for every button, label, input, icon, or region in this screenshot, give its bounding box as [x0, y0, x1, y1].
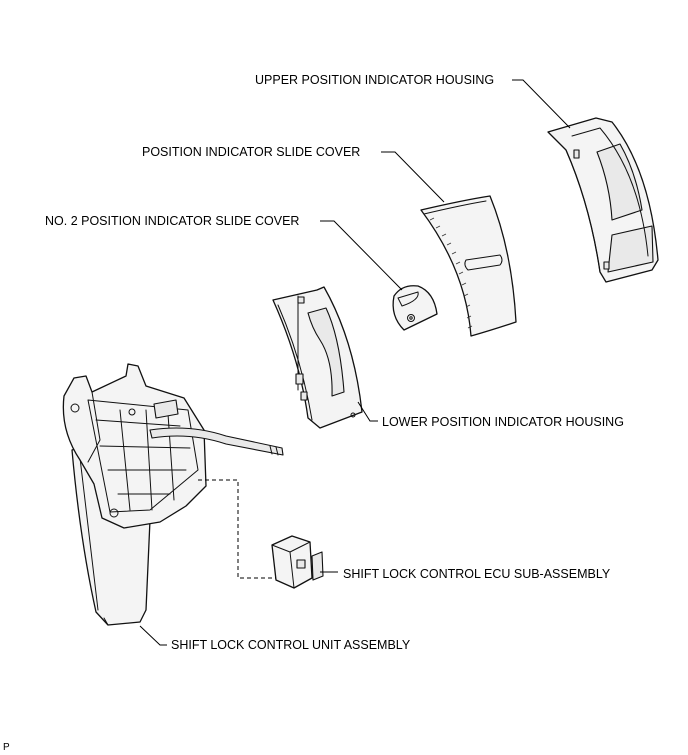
- leader-upper-housing: [512, 79, 571, 129]
- label-lower-position-indicator-housing: LOWER POSITION INDICATOR HOUSING: [382, 415, 624, 429]
- leader-slide-cover: [381, 151, 445, 203]
- corner-tag: P: [3, 742, 10, 753]
- position-indicator-slide-cover: [420, 195, 517, 337]
- lower-position-indicator-housing: [272, 286, 363, 429]
- label-position-indicator-slide-cover: POSITION INDICATOR SLIDE COVER: [142, 145, 360, 159]
- shift-lock-control-unit-assembly: [62, 363, 284, 626]
- label-shift-lock-control-unit-assembly: SHIFT LOCK CONTROL UNIT ASSEMBLY: [171, 638, 411, 652]
- leader-unit-assembly: [139, 625, 167, 646]
- label-upper-position-indicator-housing: UPPER POSITION INDICATOR HOUSING: [255, 73, 494, 87]
- ecu-mounting-dashed-line: [198, 479, 276, 579]
- leader-lines: [139, 79, 571, 646]
- leader-no2-slide-cover: [320, 220, 403, 291]
- label-shift-lock-control-ecu-sub-assembly: SHIFT LOCK CONTROL ECU SUB-ASSEMBLY: [343, 567, 611, 581]
- leader-lower-housing: [357, 401, 378, 422]
- shift-lock-control-ecu-sub-assembly: [271, 535, 324, 589]
- upper-position-indicator-housing: [547, 117, 659, 283]
- label-no2-position-indicator-slide-cover: NO. 2 POSITION INDICATOR SLIDE COVER: [45, 214, 299, 228]
- no2-position-indicator-slide-cover: [392, 285, 438, 331]
